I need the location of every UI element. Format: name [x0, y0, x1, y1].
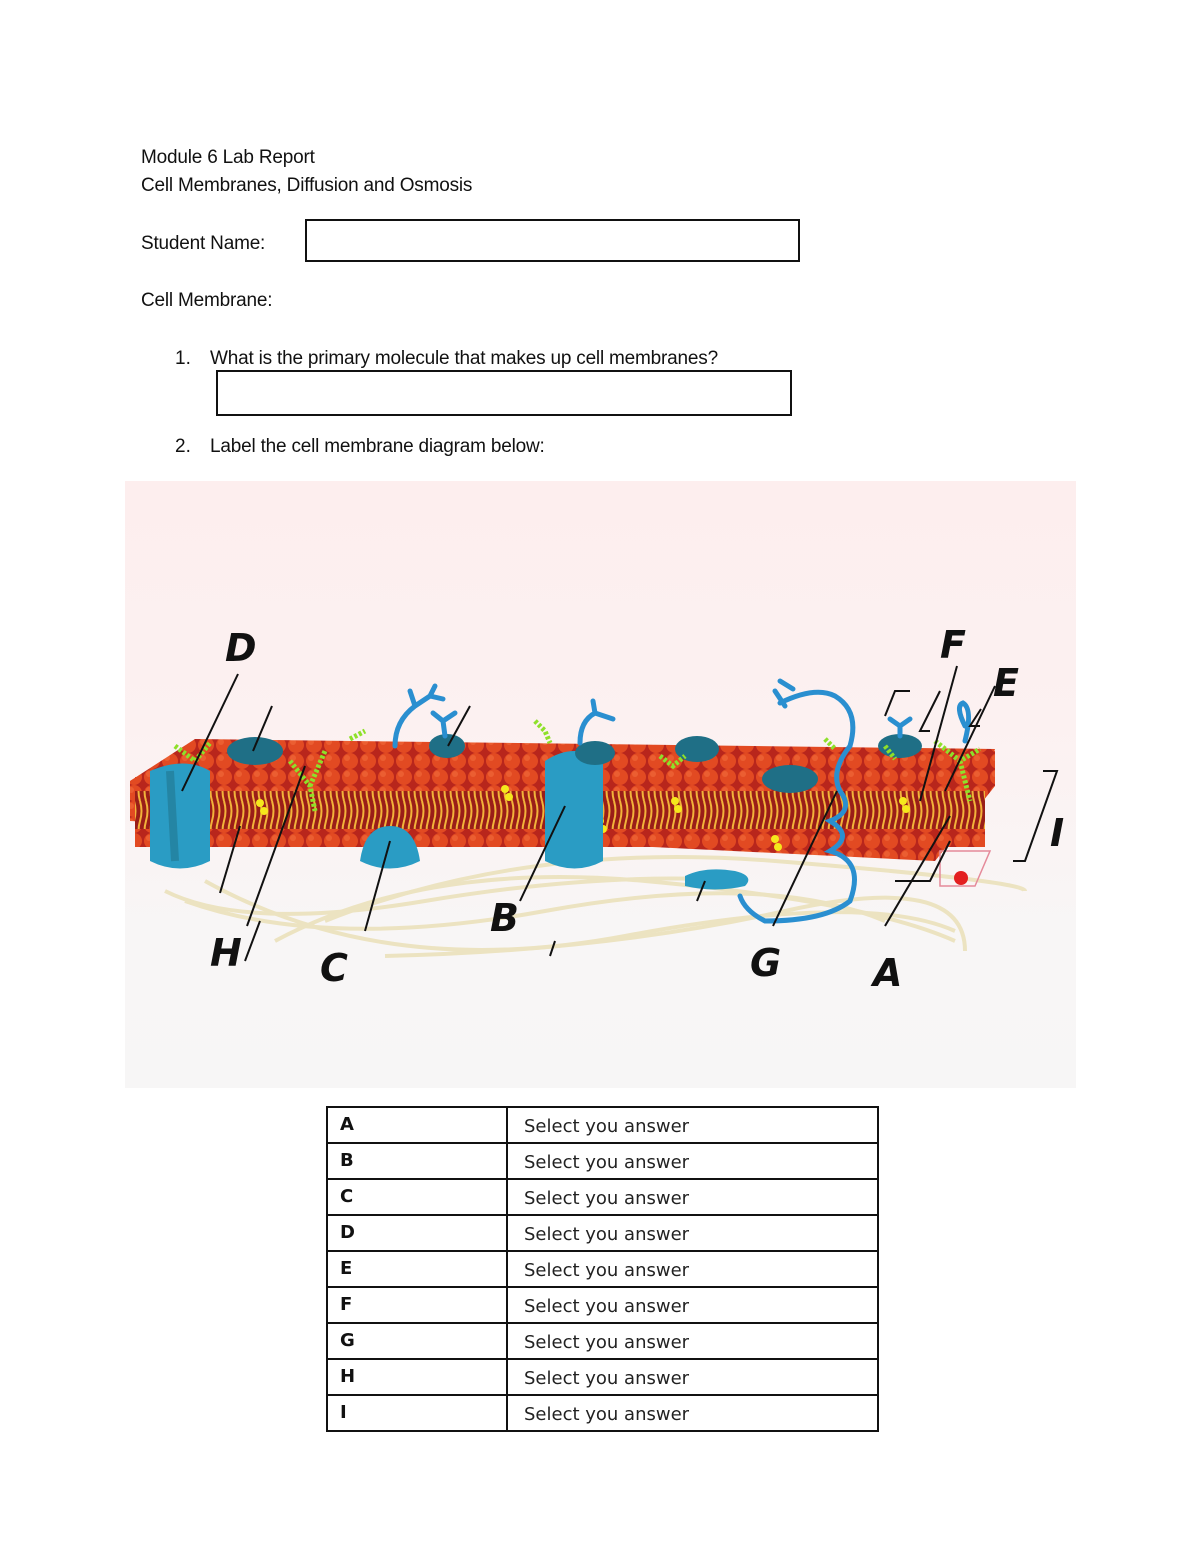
row-letter: C [326, 1178, 508, 1216]
answer-dropdown[interactable]: Select you answer [506, 1358, 879, 1396]
question-2-number: 2. [175, 436, 191, 457]
answer-dropdown[interactable]: Select you answer [506, 1394, 879, 1432]
student-name-label: Student Name: [141, 233, 266, 254]
label-i: I [1050, 811, 1064, 855]
row-letter: E [326, 1250, 508, 1288]
label-b: B [490, 896, 519, 940]
label-a: A [870, 951, 902, 995]
document-subtitle: Cell Membranes, Diffusion and Osmosis [141, 175, 473, 196]
answer-dropdown[interactable]: Select you answer [506, 1214, 879, 1252]
label-e: E [993, 661, 1019, 705]
row-letter: D [326, 1214, 508, 1252]
table-row: E Select you answer [326, 1250, 879, 1288]
answer-dropdown[interactable]: Select you answer [506, 1286, 879, 1324]
helix-protein [737, 678, 857, 924]
leader-lines [181, 665, 1059, 962]
answer-dropdown[interactable]: Select you answer [506, 1250, 879, 1288]
row-letter: F [326, 1286, 508, 1324]
label-c: C [320, 946, 348, 990]
table-row: I Select you answer [326, 1394, 879, 1432]
table-row: G Select you answer [326, 1322, 879, 1360]
table-row: B Select you answer [326, 1142, 879, 1180]
section-title: Cell Membrane: [141, 290, 273, 311]
row-letter: H [326, 1358, 508, 1396]
label-f: F [940, 623, 966, 667]
cytoskeleton-filaments [164, 855, 1027, 958]
membrane-proteins [150, 734, 922, 890]
question-1-text: What is the primary molecule that makes … [210, 348, 718, 369]
question-1-answer-field[interactable] [216, 370, 792, 416]
document-title: Module 6 Lab Report [141, 147, 315, 168]
table-row: D Select you answer [326, 1214, 879, 1252]
row-letter: I [326, 1394, 508, 1432]
label-h: H [210, 931, 242, 975]
question-1-number: 1. [175, 348, 191, 369]
cell-membrane-diagram: D F E I H C B G A [125, 481, 1076, 1088]
table-row: A Select you answer [326, 1106, 879, 1144]
membrane-illustration: D F E I H C B G A [130, 623, 1064, 995]
row-letter: G [326, 1322, 508, 1360]
table-row: C Select you answer [326, 1178, 879, 1216]
table-row: F Select you answer [326, 1286, 879, 1324]
label-d: D [225, 626, 257, 670]
answer-dropdown[interactable]: Select you answer [506, 1178, 879, 1216]
glycan-chains [392, 683, 971, 749]
student-name-field[interactable] [305, 219, 800, 262]
answer-dropdown[interactable]: Select you answer [506, 1106, 879, 1144]
row-letter: A [326, 1106, 508, 1144]
label-g: G [750, 941, 781, 985]
table-row: H Select you answer [326, 1358, 879, 1396]
question-2-text: Label the cell membrane diagram below: [210, 436, 545, 457]
answer-dropdown[interactable]: Select you answer [506, 1142, 879, 1180]
answer-dropdown[interactable]: Select you answer [506, 1322, 879, 1360]
row-letter: B [326, 1142, 508, 1180]
answer-table: A Select you answer B Select you answer … [326, 1106, 879, 1432]
